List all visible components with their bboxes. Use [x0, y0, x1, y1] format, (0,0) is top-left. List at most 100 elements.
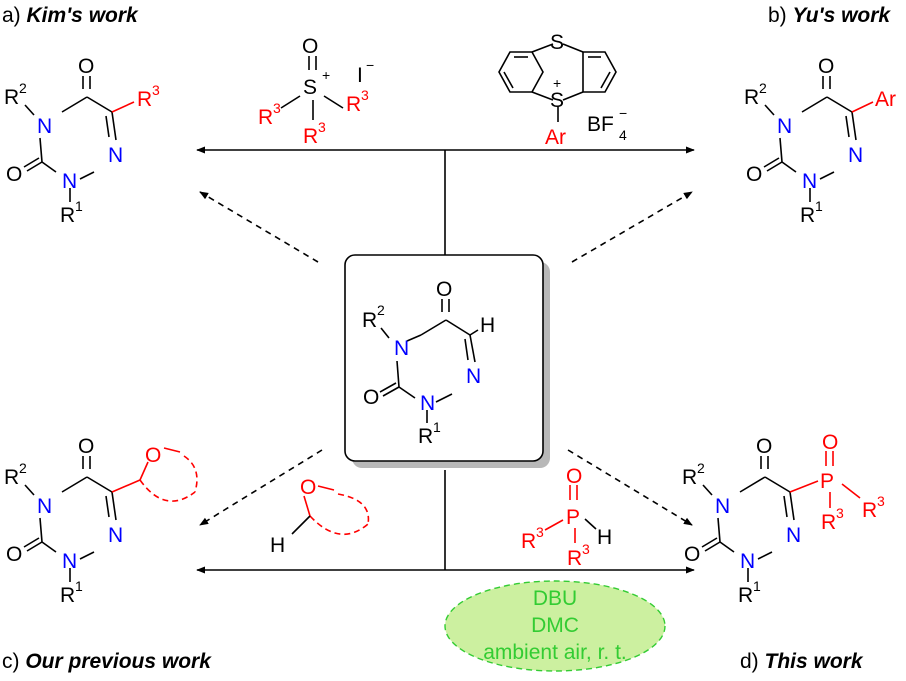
svg-text:R: R [744, 86, 759, 109]
conditions: DBU DMC ambient air, r. t. [444, 580, 666, 672]
product-c: O O N N N O R 2 R 1 [4, 435, 198, 607]
product-a: O N N N O R 2 R 1 R 3 [4, 55, 160, 227]
caption-c: c) Our previous work [2, 650, 212, 673]
svg-text:O: O [818, 55, 834, 78]
svg-text:O: O [6, 543, 22, 566]
svg-text:DMC: DMC [531, 614, 579, 637]
svg-text:3: 3 [318, 119, 326, 135]
svg-text:2: 2 [697, 460, 705, 476]
svg-text:N: N [848, 144, 863, 167]
svg-text:R: R [738, 584, 753, 607]
svg-text:O: O [822, 431, 838, 454]
svg-text:ambient air, r. t.: ambient air, r. t. [483, 641, 627, 664]
product-d: O P R 3 R 3 O N N N O R 2 R 1 [682, 431, 885, 607]
svg-text:2: 2 [19, 80, 27, 96]
svg-text:3: 3 [536, 524, 544, 540]
svg-text:R: R [800, 204, 815, 227]
svg-text:S: S [550, 31, 564, 54]
svg-text:H: H [480, 314, 495, 337]
svg-text:−: − [366, 57, 374, 73]
svg-text:P: P [566, 506, 580, 529]
bottom-arrows [196, 470, 695, 574]
svg-text:O: O [756, 435, 772, 458]
svg-text:N: N [715, 495, 730, 518]
svg-text:3: 3 [152, 82, 160, 98]
product-b: O N N N O R 2 R 1 Ar [744, 55, 896, 227]
svg-text:Ar: Ar [545, 126, 566, 149]
svg-text:H: H [597, 526, 612, 549]
svg-text:3: 3 [361, 87, 369, 103]
svg-text:R: R [418, 425, 433, 448]
svg-text:R: R [303, 125, 318, 148]
svg-text:N: N [786, 524, 801, 547]
svg-text:O: O [78, 55, 94, 78]
svg-text:I: I [357, 64, 363, 87]
svg-text:O: O [684, 543, 700, 566]
svg-text:R: R [4, 466, 19, 489]
svg-text:R: R [567, 547, 582, 570]
svg-text:N: N [37, 495, 52, 518]
caption-b: b) Yu's work [768, 4, 891, 27]
svg-text:−: − [619, 105, 627, 121]
svg-text:R: R [521, 530, 536, 553]
svg-text:H: H [270, 534, 285, 557]
svg-text:N: N [108, 144, 123, 167]
caption-a: a) Kim's work [2, 4, 139, 27]
sulfoxonium-reagent: O S + I − R 3 R 3 R 3 [258, 35, 374, 148]
svg-text:+: + [322, 67, 330, 83]
svg-text:O: O [363, 386, 379, 409]
svg-text:N: N [466, 365, 481, 388]
svg-text:1: 1 [75, 578, 83, 594]
svg-text:BF: BF [587, 113, 614, 136]
svg-text:DBU: DBU [533, 587, 577, 610]
svg-text:N: N [420, 392, 435, 415]
svg-text:1: 1 [753, 578, 761, 594]
svg-text:N: N [108, 524, 123, 547]
svg-text:R: R [362, 309, 377, 332]
svg-text:O: O [300, 476, 316, 499]
svg-text:3: 3 [273, 100, 281, 116]
svg-text:3: 3 [582, 541, 590, 557]
svg-text:3: 3 [877, 493, 885, 509]
svg-text:O: O [6, 163, 22, 186]
svg-text:2: 2 [377, 302, 385, 318]
phosphine-oxide-reagent: O P R 3 R 3 H [521, 465, 612, 570]
svg-text:S: S [303, 76, 317, 99]
svg-text:1: 1 [815, 198, 823, 214]
svg-text:N: N [802, 170, 817, 193]
svg-text:R: R [682, 466, 697, 489]
svg-text:R: R [60, 204, 75, 227]
center-box [344, 254, 544, 462]
svg-text:R: R [346, 93, 361, 116]
svg-text:2: 2 [19, 460, 27, 476]
svg-text:R: R [60, 584, 75, 607]
svg-text:O: O [566, 465, 582, 488]
svg-text:N: N [37, 115, 52, 138]
svg-text:N: N [62, 550, 77, 573]
svg-text:R: R [4, 86, 19, 109]
svg-text:O: O [145, 444, 161, 467]
svg-text:R: R [862, 499, 877, 522]
svg-text:O: O [302, 35, 318, 58]
svg-text:O: O [78, 435, 94, 458]
svg-text:N: N [394, 337, 409, 360]
svg-text:1: 1 [433, 419, 441, 435]
svg-text:R: R [258, 106, 273, 129]
svg-text:3: 3 [836, 505, 844, 521]
starting-triazinedione: O H N N N O R 2 R 1 [362, 278, 495, 448]
caption-d: d) This work [740, 650, 864, 673]
top-arrows [196, 146, 695, 255]
ether-reagent: O H [270, 476, 370, 557]
svg-text:2: 2 [759, 80, 767, 96]
svg-text:4: 4 [619, 127, 627, 143]
svg-text:R: R [137, 88, 152, 111]
svg-text:+: + [553, 75, 561, 91]
svg-text:S: S [550, 89, 564, 112]
svg-text:Ar: Ar [875, 88, 896, 111]
svg-text:R: R [821, 511, 836, 534]
svg-text:O: O [436, 278, 452, 301]
svg-text:N: N [740, 550, 755, 573]
svg-text:P: P [820, 470, 834, 493]
svg-text:1: 1 [75, 198, 83, 214]
